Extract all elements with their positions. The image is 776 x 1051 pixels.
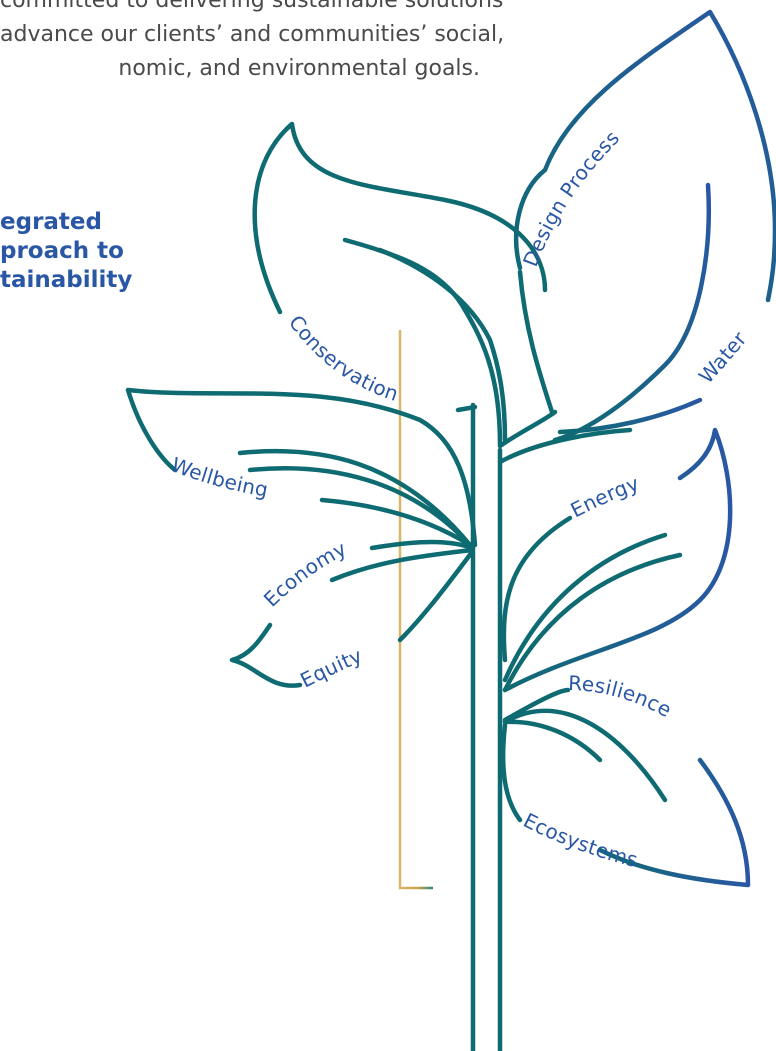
energy-leaf-vein	[502, 532, 668, 683]
design-process-leaf	[517, 269, 555, 415]
stem-branch	[497, 409, 558, 449]
economy-leaf	[229, 622, 303, 688]
leaf-label-equity: Equity	[296, 643, 366, 692]
heading-line: proach to	[0, 238, 124, 264]
wellbeing-leaf-vein	[319, 497, 473, 548]
leaf-label-energy: Energy	[567, 471, 643, 522]
wellbeing-leaf	[125, 387, 478, 548]
heading-line: tainability	[0, 267, 133, 293]
section-heading: egrated proach to tainability	[0, 208, 132, 295]
energy-leaf-vein	[502, 552, 683, 693]
energy-leaf	[501, 515, 573, 663]
leaf-label-economy: Economy	[259, 536, 351, 611]
ecosystems-leaf-vein	[502, 719, 603, 763]
economy-leaf-vein	[329, 547, 475, 583]
intro-line: committed to delivering sustainable solu…	[0, 0, 504, 13]
wellbeing-leaf-vein	[247, 466, 473, 548]
economy-leaf-vein	[369, 539, 475, 551]
intro-paragraph: committed to delivering sustainable solu…	[0, 0, 505, 86]
leaf-label-conservation: Conservation	[284, 311, 402, 406]
leaf-label-water: Water	[694, 327, 752, 389]
ecosystems-leaf-vein	[502, 708, 668, 803]
water-leaf-vein	[552, 182, 711, 443]
design-process-leaf	[513, 9, 776, 303]
wellbeing-leaf-vein	[237, 448, 473, 548]
conservation-leaf-vein	[377, 247, 508, 443]
ecosystems-leaf	[500, 722, 523, 823]
resilience-leaf	[597, 757, 751, 888]
stem-branch	[497, 427, 633, 465]
water-leaf-vein	[557, 397, 703, 435]
heading-line: egrated	[0, 209, 102, 235]
equity-leaf-vein	[397, 549, 475, 643]
resilience-leaf	[502, 687, 571, 723]
leaf-label-resilience: Resilience	[568, 671, 676, 722]
leaf-label-design-process: Design Process	[518, 125, 624, 269]
intro-line: nomic, and environmental goals.	[118, 56, 480, 81]
energy-leaf	[502, 427, 733, 693]
leaf-label-ecosystems: Ecosystems	[520, 808, 641, 872]
intro-line: advance our clients’ and communities’ so…	[0, 22, 505, 47]
leaf-label-wellbeing: Wellbeing	[168, 452, 270, 501]
